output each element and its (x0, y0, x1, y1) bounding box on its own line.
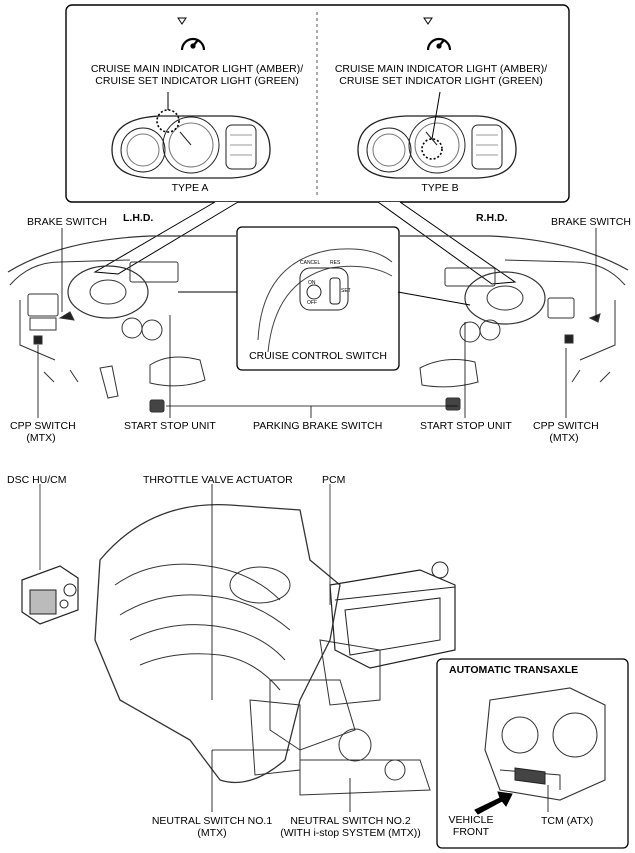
vehicle-front-line1: VEHICLE (448, 814, 494, 826)
throttle-label: THROTTLE VALVE ACTUATOR (143, 474, 293, 486)
speedometer-icon-b (423, 17, 452, 51)
cabin-leader-lines (37, 228, 597, 418)
brake-switch-right-label: BRAKE SWITCH (551, 216, 631, 228)
parking-brake-label: PARKING BRAKE SWITCH (253, 420, 383, 432)
brake-switch-left-label: BRAKE SWITCH (27, 216, 107, 228)
speedometer-icon-a (177, 17, 206, 51)
cpp-switch-right-label: CPP SWITCH (MTX) (533, 420, 599, 444)
switch-on-text: ON (308, 280, 316, 286)
lhd-dashboard (7, 235, 236, 413)
cruise-switch-inset (178, 226, 471, 371)
tcm-label: TCM (ATX) (541, 815, 594, 827)
transaxle-title: AUTOMATIC TRANSAXLE (449, 664, 579, 676)
start-stop-left-label: START STOP UNIT (124, 420, 216, 432)
type-a-indicator-line1: CRUISE MAIN INDICATOR LIGHT (AMBER)/ (90, 63, 304, 75)
engine-leader-lines (211, 484, 351, 812)
switch-res-text: RES (330, 260, 341, 266)
engine-assembly (94, 503, 431, 796)
type-a-indicator-line2: CRUISE SET INDICATOR LIGHT (GREEN) (95, 75, 299, 87)
instrument-cluster-a (111, 92, 271, 179)
type-b-indicator-label: CRUISE MAIN INDICATOR LIGHT (AMBER)/ CRU… (326, 63, 556, 87)
neutral-switch-2-line1: NEUTRAL SWITCH NO.2 (290, 815, 411, 827)
dsc-label: DSC HU/CM (7, 474, 67, 486)
type-a-label: TYPE A (171, 182, 209, 194)
dsc-hu-cm-unit (21, 484, 79, 625)
rhd-label: R.H.D. (476, 212, 508, 224)
vehicle-front-arrow-icon (474, 791, 513, 815)
cpp-switch-left-label: CPP SWITCH (MTX) (10, 420, 76, 444)
neutral-switch-1-label: NEUTRAL SWITCH NO.1 (MTX) (150, 815, 274, 839)
type-b-label: TYPE B (421, 182, 459, 194)
neutral-switch-1-line2: (MTX) (197, 827, 227, 839)
type-b-indicator-line2: CRUISE SET INDICATOR LIGHT (GREEN) (339, 75, 543, 87)
type-a-indicator-label: CRUISE MAIN INDICATOR LIGHT (AMBER)/ CRU… (82, 63, 312, 87)
cruise-control-switch-label: CRUISE CONTROL SWITCH (249, 350, 387, 362)
neutral-switch-2-line2: (WITH i-stop SYSTEM (MTX)) (280, 827, 421, 839)
neutral-switch-1-line1: NEUTRAL SWITCH NO.1 (151, 815, 273, 827)
cpp-switch-right-line2: (MTX) (549, 432, 579, 444)
type-b-indicator-line1: CRUISE MAIN INDICATOR LIGHT (AMBER)/ (334, 63, 548, 75)
instrument-cluster-b (357, 91, 517, 179)
cpp-switch-left-line1: CPP SWITCH (10, 420, 76, 432)
vehicle-front-line2: FRONT (452, 826, 490, 838)
indicator-callout-box (65, 4, 570, 285)
neutral-switch-2-label: NEUTRAL SWITCH NO.2 (WITH i-stop SYSTEM … (278, 815, 423, 839)
cpp-switch-right-line1: CPP SWITCH (533, 420, 599, 432)
pcm-label: PCM (322, 474, 346, 486)
switch-cancel-text: CANCEL (300, 260, 321, 266)
pcm-box (329, 484, 456, 669)
switch-set-text: SET (341, 288, 351, 294)
start-stop-right-label: START STOP UNIT (420, 420, 512, 432)
switch-off-text: OFF (307, 300, 317, 306)
rhd-dashboard (400, 235, 629, 411)
vehicle-front-label: VEHICLE FRONT (448, 814, 494, 838)
cpp-switch-left-line2: (MTX) (26, 432, 56, 444)
transaxle-inset (436, 658, 629, 849)
lhd-label: L.H.D. (123, 212, 154, 224)
